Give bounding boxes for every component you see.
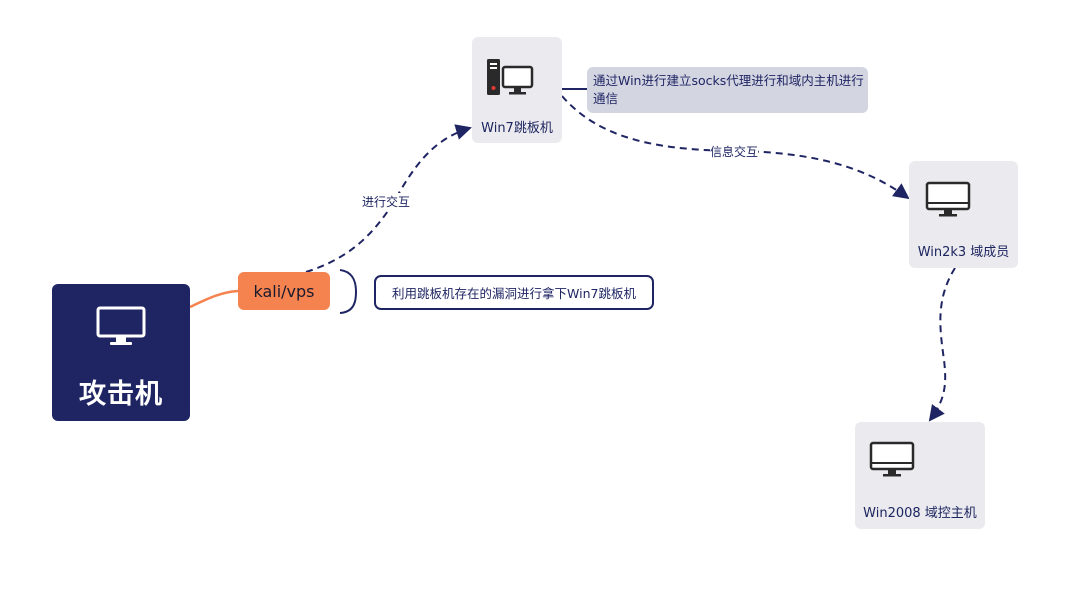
kali-node[interactable]: kali/vps (238, 272, 330, 310)
win7-node[interactable]: Win7跳板机 (472, 37, 562, 143)
win2008-label: Win2008 域控主机 (863, 506, 977, 521)
win2k3-label: Win2k3 域成员 (917, 245, 1010, 260)
monitor-icon (869, 441, 915, 477)
win2k3-node[interactable]: Win2k3 域成员 (909, 161, 1018, 268)
win7-to-win2k3-edge-label: 信息交互 (710, 143, 759, 160)
win2008-node[interactable]: Win2008 域控主机 (855, 422, 985, 529)
note-bracket (339, 269, 358, 314)
root-to-kali-connector (189, 289, 239, 309)
monitor-icon (96, 306, 146, 345)
attacker-node[interactable]: 攻击机 (52, 284, 190, 421)
win7-label: Win7跳板机 (481, 121, 553, 136)
callout-line-1: 通过Win进行建立socks代理进行和域内主机进行 (593, 73, 864, 88)
attacker-title: 攻击机 (79, 379, 163, 410)
desktop-tower-icon (487, 59, 534, 95)
kali-to-win7-edge-label: 进行交互 (362, 193, 411, 210)
socks-proxy-callout[interactable]: 通过Win进行建立socks代理进行和域内主机进行 通信 (587, 67, 868, 113)
exploit-note[interactable]: 利用跳板机存在的漏洞进行拿下Win7跳板机 (374, 275, 654, 310)
win2k3-to-win2008-edge (928, 267, 956, 422)
monitor-icon (925, 181, 971, 217)
win7-to-win2k3-edge (561, 95, 910, 200)
callout-line-2: 通信 (593, 91, 619, 106)
